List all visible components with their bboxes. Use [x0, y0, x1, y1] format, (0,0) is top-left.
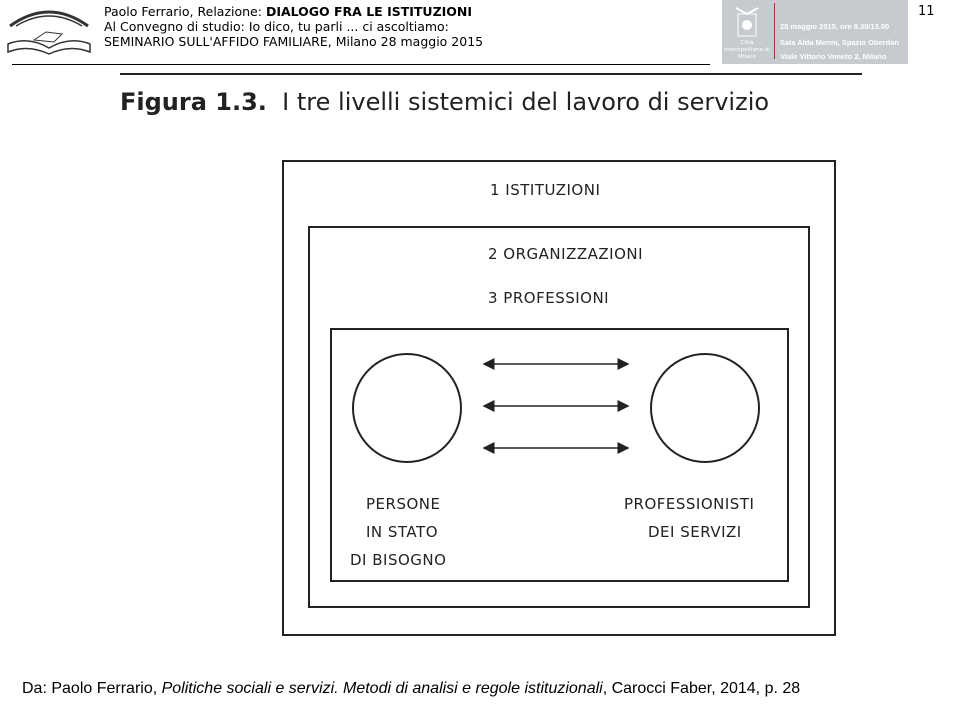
header-title: DIALOGO FRA LE ISTITUZIONI [265, 4, 473, 19]
figure-rule [120, 73, 862, 75]
source-caption: Da: Paolo Ferrario, Politiche sociali e … [22, 680, 800, 698]
header-line3: SEMINARIO SULL'AFFIDO FAMILIARE, Milano … [104, 34, 484, 49]
persons-circle [352, 353, 462, 463]
banner-address: Viale Vittorio Veneto 2, Milano [780, 52, 887, 61]
header-text: Paolo Ferrario, Relazione: DIALOGO FRA L… [104, 4, 483, 49]
level-organizzazioni-box [308, 226, 810, 608]
level1-label: 1 ISTITUZIONI [490, 181, 601, 199]
professionals-line: DEI SERVIZI [648, 523, 742, 541]
figure-label: Figura 1.3. [120, 88, 267, 116]
page-number: 11 [918, 4, 935, 19]
figure-caption-title: I tre livelli sistemici del lavoro di se… [282, 88, 770, 116]
persons-line: PERSONE [366, 495, 441, 513]
org-name: Città metropolitana di Milano [724, 40, 770, 60]
bidirectional-arrows-icon [482, 358, 630, 454]
level-professioni-box [330, 328, 789, 582]
header-line1: Paolo Ferrario, Relazione: [104, 4, 266, 19]
professionals-label: PROFESSIONISTI DEI SERVIZI [624, 490, 754, 546]
level2-label: 2 ORGANIZZAZIONI [488, 245, 644, 263]
caption-book-title: Politiche sociali e servizi. Metodi di a… [161, 680, 603, 697]
persons-label: PERSONE IN STATO DI BISOGNO [350, 490, 446, 574]
banner-place: Sala Alda Merini, Spazio Oberdan [780, 38, 899, 47]
figure-title: Figura 1.3. I tre livelli sistemici del … [120, 88, 769, 116]
banner-date: 28 maggio 2015, ore 8.30/13.00 [780, 22, 890, 31]
professionals-circle [650, 353, 760, 463]
level-istituzioni-box [282, 160, 836, 636]
header-line2: Al Convegno di studio: Io dico, tu parli… [104, 19, 449, 34]
event-banner: Città metropolitana di Milano 28 maggio … [722, 0, 908, 64]
header-divider [12, 64, 710, 65]
coat-of-arms-icon [735, 7, 759, 37]
professionals-line: PROFESSIONISTI [624, 495, 755, 513]
persons-line: DI BISOGNO [350, 551, 447, 569]
caption-prefix: Da: Paolo Ferrario, [22, 680, 162, 697]
logo [6, 4, 92, 56]
caption-suffix: , Carocci Faber, 2014, p. 28 [602, 680, 801, 697]
level3-label: 3 PROFESSIONI [488, 289, 610, 307]
persons-line: IN STATO [366, 523, 438, 541]
